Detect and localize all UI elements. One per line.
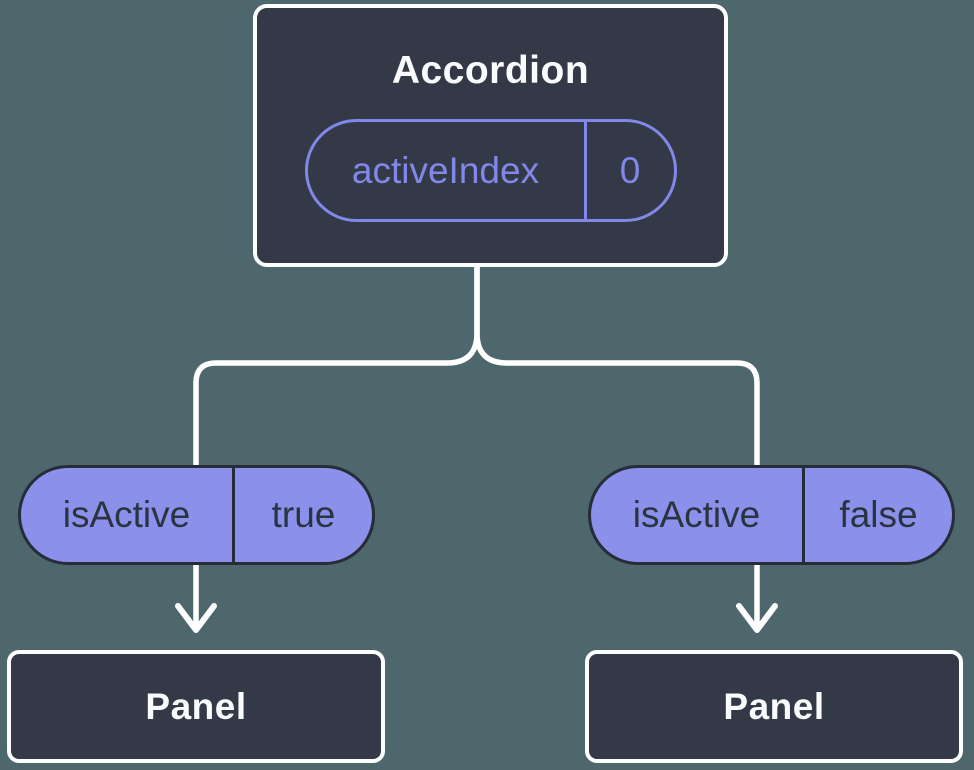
state-pill: activeIndex 0 xyxy=(304,119,677,222)
prop-key-label: isActive xyxy=(62,494,191,535)
arrowhead-left-icon xyxy=(175,603,217,633)
accordion-node-title: Accordion xyxy=(391,49,590,92)
panel-node-title: Panel xyxy=(723,685,825,727)
branch-right-line xyxy=(474,259,760,625)
panel-node-title: Panel xyxy=(145,685,247,727)
accordion-node: Accordion activeIndex 0 xyxy=(253,4,728,267)
branch-left-line xyxy=(193,259,480,625)
prop-value-label: true xyxy=(232,468,372,562)
prop-pill-left: isActive true xyxy=(18,465,375,565)
arrowhead-right-icon xyxy=(736,603,778,633)
prop-pill-right: isActive false xyxy=(588,465,955,565)
panel-node-right: Panel xyxy=(585,650,963,763)
prop-value-label: false xyxy=(802,468,952,562)
panel-node-left: Panel xyxy=(7,650,385,763)
state-value-label: 0 xyxy=(583,122,674,219)
state-key-label: activeIndex xyxy=(351,149,540,191)
prop-key-label: isActive xyxy=(632,494,761,535)
